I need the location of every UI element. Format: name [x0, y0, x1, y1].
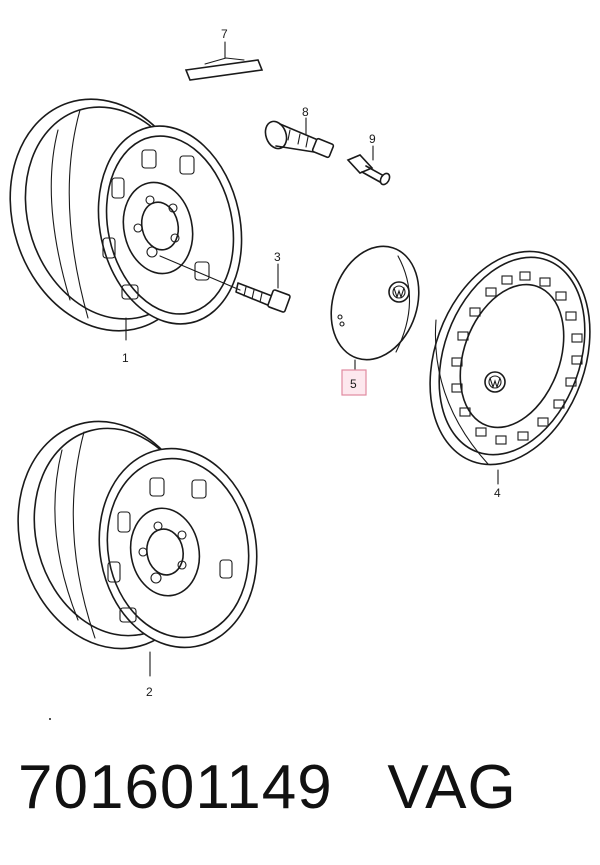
part-caption: 701601149 VAG	[18, 752, 517, 823]
callout-5-highlight	[341, 369, 367, 396]
tyre-valve-part-8: 8	[264, 105, 335, 159]
valve-core-part-9: 9	[346, 132, 391, 186]
balance-weight-part-7: 7	[184, 27, 264, 81]
steel-wheel-part-2: 2	[17, 420, 258, 699]
callout-7: 7	[221, 27, 228, 41]
brand-name: VAG	[387, 753, 517, 822]
callout-5: 5	[350, 377, 357, 391]
callout-2: 2	[146, 685, 153, 699]
callout-4: 4	[494, 486, 501, 500]
callout-3: 3	[274, 250, 281, 264]
callout-1: 1	[122, 351, 129, 365]
wheel-bolt-part-3: 3	[159, 250, 291, 313]
hub-cap-part-5: 5	[330, 245, 420, 396]
stray-dot	[49, 718, 51, 720]
wheel-trim-part-4: 4	[429, 250, 591, 500]
steel-wheel-part-1: 1	[9, 98, 243, 365]
callout-9: 9	[369, 132, 376, 146]
callout-8: 8	[302, 105, 309, 119]
part-number: 701601149	[18, 753, 333, 822]
wheel-parts-diagram: 1 2 3 7	[9, 27, 591, 720]
